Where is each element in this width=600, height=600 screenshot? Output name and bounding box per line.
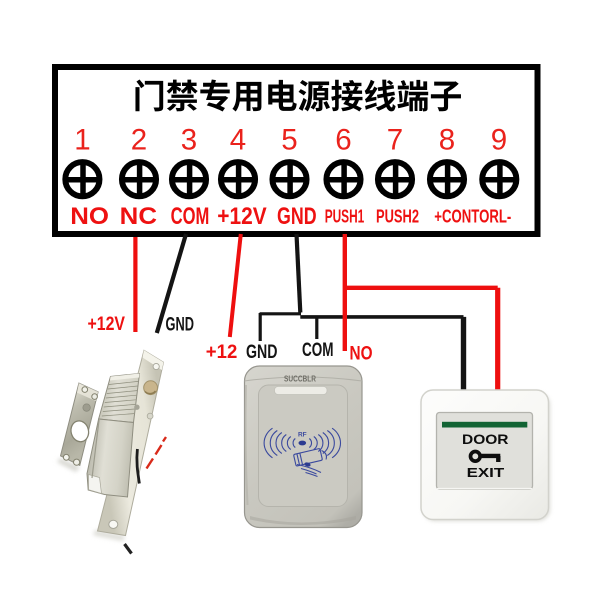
svg-text:7: 7 [387, 124, 403, 157]
svg-text:GND: GND [246, 341, 278, 363]
svg-text:GND: GND [277, 203, 317, 230]
svg-text:PUSH1: PUSH1 [325, 207, 365, 227]
svg-text:+12V: +12V [88, 313, 126, 335]
svg-text:1: 1 [74, 124, 90, 157]
svg-text:+12V: +12V [217, 203, 266, 230]
svg-text:NO: NO [70, 203, 109, 230]
svg-text:3: 3 [181, 124, 197, 157]
svg-text:6: 6 [335, 124, 351, 157]
svg-text:SUCCBLR: SUCCBLR [284, 375, 316, 384]
svg-text:COM: COM [171, 203, 210, 230]
svg-text:+CONTORL-: +CONTORL- [434, 207, 511, 227]
svg-text:9: 9 [491, 124, 507, 157]
svg-text:NC: NC [120, 203, 157, 230]
svg-text:2: 2 [131, 124, 147, 157]
svg-text:PUSH2: PUSH2 [376, 207, 419, 227]
svg-text:8: 8 [439, 124, 455, 157]
svg-text:RF: RF [298, 432, 307, 439]
svg-text:GND: GND [166, 314, 195, 336]
svg-text:COM: COM [302, 339, 334, 361]
svg-text:5: 5 [281, 124, 297, 157]
svg-text:4: 4 [230, 124, 246, 157]
svg-text:EXIT: EXIT [467, 466, 505, 480]
svg-text:NO: NO [350, 343, 373, 365]
svg-text:DOOR: DOOR [462, 432, 509, 447]
svg-text:+12: +12 [206, 341, 238, 363]
